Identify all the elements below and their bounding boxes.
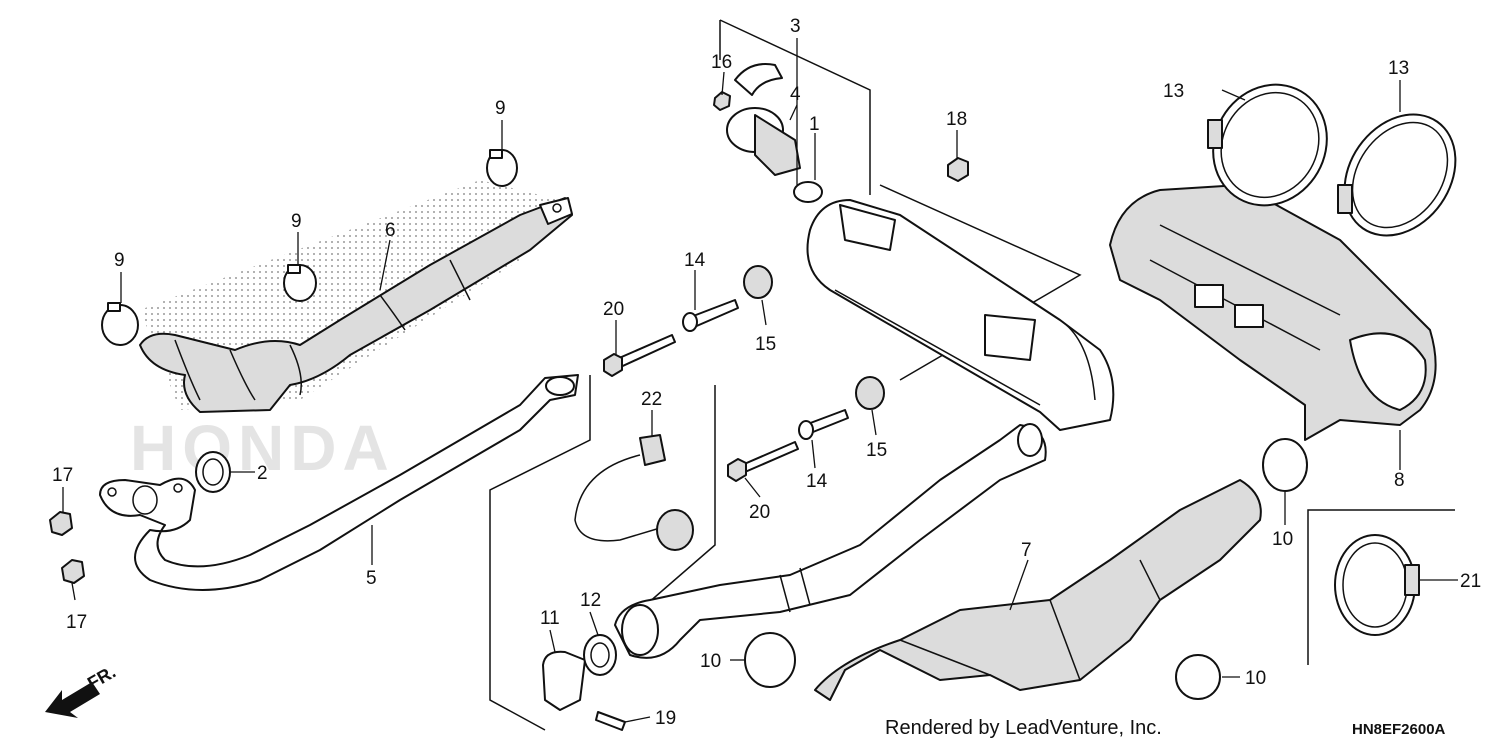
callout-9-left: 9: [114, 250, 125, 271]
callout-21: 21: [1460, 571, 1481, 592]
callout-13-right: 13: [1388, 58, 1409, 79]
callout-16: 16: [711, 52, 732, 73]
parts-3-4-16-tailpipe: [713, 63, 823, 203]
callout-20-lower: 20: [749, 502, 770, 523]
callout-12: 12: [580, 590, 601, 611]
callout-10-center: 10: [700, 651, 721, 672]
part-18-nut: [947, 157, 969, 182]
callout-19: 19: [655, 708, 676, 729]
leader-lines: [62, 38, 1458, 723]
part-21-clamp: [1334, 534, 1420, 636]
callout-10-bottom: 10: [1245, 668, 1266, 689]
parts-11-12-19-clamp: [542, 634, 626, 731]
callout-17-upper: 17: [52, 465, 73, 486]
callout-3: 3: [790, 16, 801, 37]
front-direction-arrow: FR.: [45, 662, 119, 718]
honda-watermark: HONDA: [130, 412, 395, 484]
callout-15-lower: 15: [866, 440, 887, 461]
callout-15-upper: 15: [755, 334, 776, 355]
mid-exhaust-pipe: [614, 423, 1047, 659]
callout-14-upper: 14: [684, 250, 706, 271]
callout-9-top: 9: [495, 98, 506, 119]
callout-18: 18: [946, 109, 967, 130]
callout-6: 6: [385, 220, 396, 241]
part-8-muffler-cover: [1109, 184, 1437, 441]
callout-13-left: 13: [1163, 81, 1184, 102]
part-10-clamps: [744, 438, 1308, 700]
callout-14-lower: 14: [806, 471, 828, 492]
callout-5: 5: [366, 568, 377, 589]
part-7-heat-guard: [814, 479, 1262, 701]
callout-10-right: 10: [1272, 529, 1293, 550]
parts-14-15-20-bolts: [603, 265, 885, 482]
part-6-exhaust-header: [139, 180, 573, 413]
part-17-nuts: [49, 511, 85, 584]
part-5-exhaust-pipe: [99, 374, 579, 591]
callout-22: 22: [641, 389, 662, 410]
part-2-gasket: [195, 451, 231, 493]
rendered-by-credit: Rendered by LeadVenture, Inc.: [885, 717, 1162, 739]
callout-1: 1: [809, 114, 820, 135]
callout-11: 11: [540, 608, 560, 629]
callout-9-middle: 9: [291, 211, 302, 232]
part-1-muffler: [806, 199, 1115, 431]
callout-7: 7: [1021, 540, 1032, 561]
diagram-code: HN8EF2600A: [1352, 721, 1446, 738]
callout-2: 2: [257, 463, 268, 484]
part-22-o2-sensor: [574, 434, 694, 551]
callout-8: 8: [1394, 470, 1405, 491]
callout-17-lower: 17: [66, 612, 87, 633]
part-13-clamps: [1207, 83, 1457, 237]
callout-4: 4: [790, 84, 801, 105]
callout-labels: 1 2 3 4 5 6 7 8 9 9 9 10 10 10 11 12 13 …: [52, 16, 1481, 729]
callout-20-upper: 20: [603, 299, 624, 320]
